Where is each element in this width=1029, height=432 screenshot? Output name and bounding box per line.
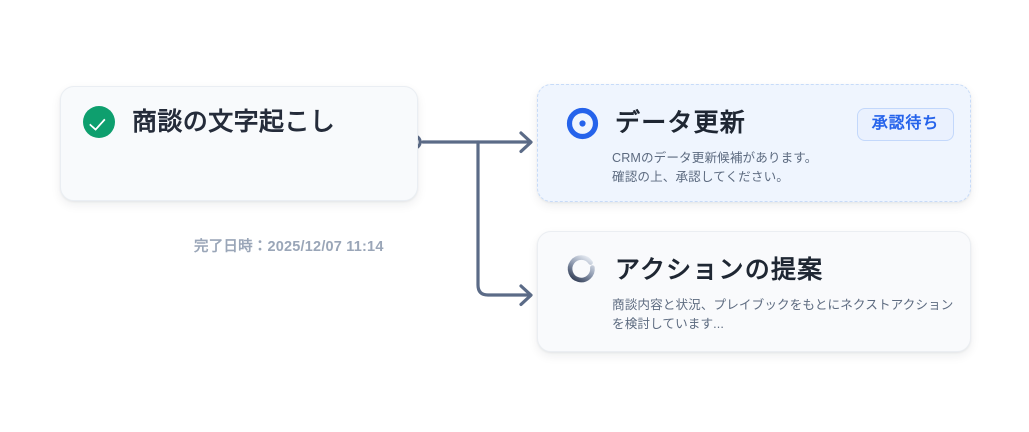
card-header: データ更新 — [566, 107, 746, 140]
connector-branch-lower — [476, 140, 532, 297]
check-circle-icon — [83, 106, 115, 138]
card-action-proposal[interactable]: アクションの提案 商談内容と状況、プレイブックをもとにネクストアクション を検討… — [537, 231, 971, 352]
card-meta-timestamp: 完了日時：2025/12/07 11:14 — [194, 239, 384, 255]
target-icon — [566, 107, 599, 140]
card-title: アクションの提案 — [615, 256, 824, 284]
card-data-update[interactable]: データ更新 CRMのデータ更新候補があります。 確認の上、承認してください。 承… — [537, 84, 971, 202]
card-description: CRMのデータ更新候補があります。 確認の上、承認してください。 — [612, 151, 818, 185]
card-header: 商談の文字起こし — [83, 106, 335, 138]
arrow-right-icon — [519, 284, 533, 306]
card-title: 商談の文字起こし — [132, 107, 336, 136]
card-title: データ更新 — [615, 109, 747, 137]
spinner-icon — [566, 254, 599, 287]
card-transcription[interactable]: 商談の文字起こし 完了日時：2025/12/07 11:14 — [60, 86, 418, 255]
arrow-right-icon — [519, 131, 533, 153]
card-header: アクションの提案 — [566, 254, 823, 287]
status-badge[interactable]: 承認待ち — [856, 108, 954, 141]
card-description: 商談内容と状況、プレイブックをもとにネクストアクション を検討しています... — [612, 298, 954, 332]
